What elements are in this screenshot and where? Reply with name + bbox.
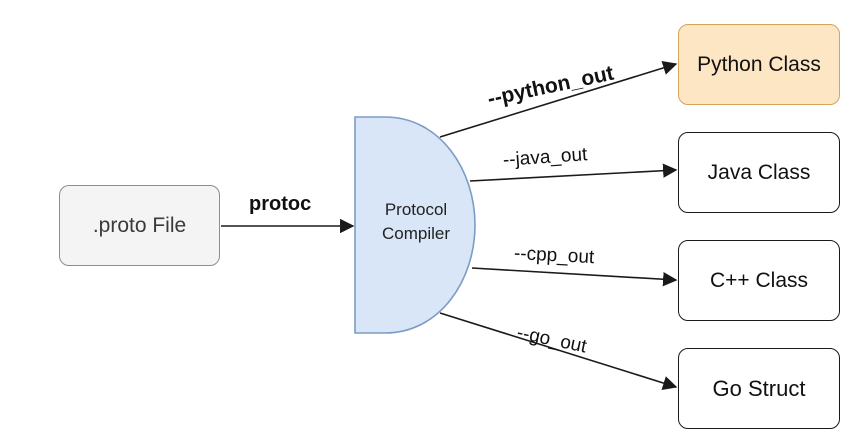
proto-file-node: .proto File [59,185,220,266]
compiler-line-2: Compiler [381,224,451,243]
python-class-label: Python Class [697,52,821,76]
cpp-out-label: --cpp_out [513,243,595,269]
compiler-line-1: Protocol [384,200,448,219]
protocol-compiler-label: Protocol Compiler [356,198,476,246]
java-out-arrow [469,163,678,182]
protoc-label: protoc [249,193,312,215]
protocol-compiler-shape [354,116,476,334]
go-out-arrow [439,312,678,390]
java-class-label: Java Class [707,160,811,184]
cpp-class-label: C++ Class [709,268,809,292]
cpp-out-arrow [471,267,678,287]
go-struct-node: Go Struct [678,348,840,429]
go-struct-label: Go Struct [712,375,806,401]
java-class-node: Java Class [678,132,840,213]
python-out-arrow [439,60,678,138]
python-class-node: Python Class [678,24,840,105]
cpp-class-node: C++ Class [678,240,840,321]
proto-file-label: .proto File [92,213,187,237]
